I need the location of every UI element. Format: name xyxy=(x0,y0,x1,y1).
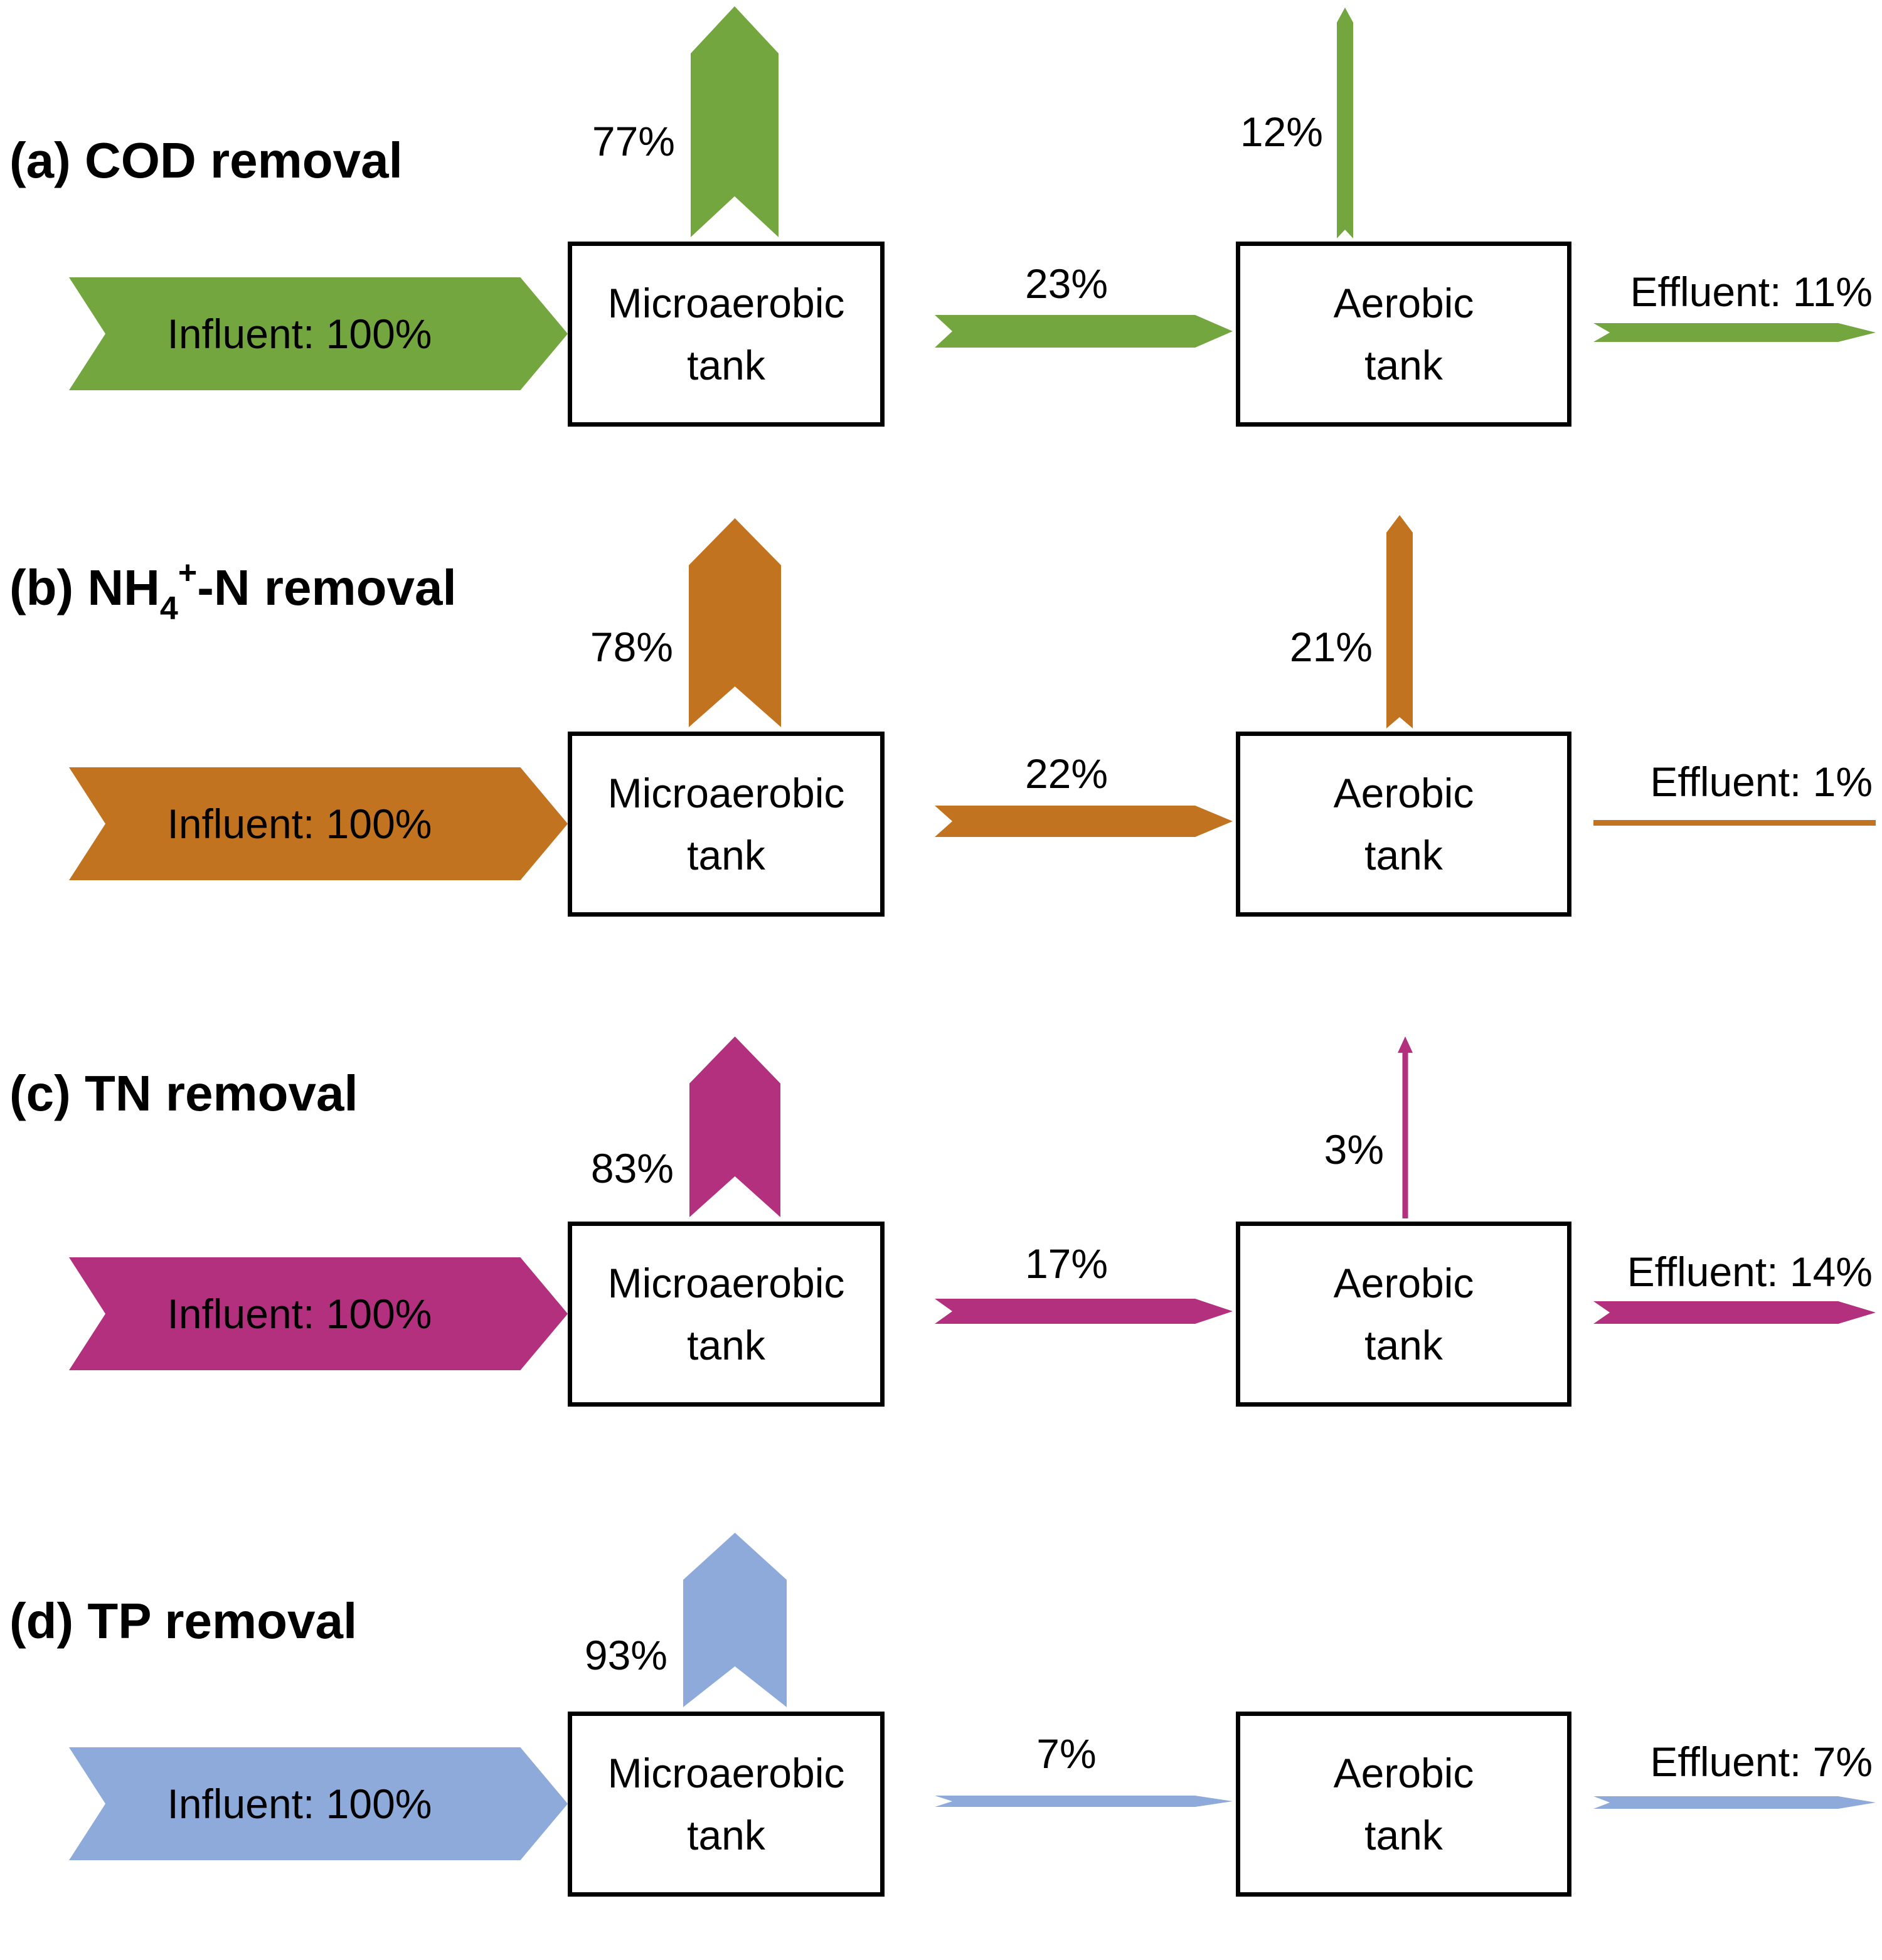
tank-name-line: tank xyxy=(687,1321,765,1368)
influent-label: Influent: 100% xyxy=(167,1291,432,1337)
tank1-removal-label: 83% xyxy=(590,1145,674,1191)
tank1-removal-label: 77% xyxy=(592,118,675,164)
panel-title-text: (d) TP removal xyxy=(9,1593,358,1649)
tank-name-line: tank xyxy=(1364,831,1443,878)
aerobic-tank-box: Aerobic tank xyxy=(1236,1712,1571,1897)
panel-tp-removal: (d) TP removal Influent: 100% Microaerob… xyxy=(0,1470,1882,1960)
tank1-removal-arrow-up xyxy=(683,1533,787,1707)
panel-title-text: (c) TN removal xyxy=(9,1065,358,1121)
tank-name-line: Microaerobic xyxy=(607,1749,845,1796)
tank-name-line: tank xyxy=(687,1811,765,1858)
transfer-arrow xyxy=(935,315,1233,348)
tank-name-line: Aerobic xyxy=(1333,279,1474,326)
aerobic-tank-box: Aerobic tank xyxy=(1236,1222,1571,1407)
panel-title-subscript: 4 xyxy=(159,590,178,627)
panel-title-text: (a) COD removal xyxy=(9,132,403,188)
effluent-arrow xyxy=(1593,1796,1876,1809)
effluent-label: Effluent: 11% xyxy=(1630,269,1873,315)
tank2-removal-line-up xyxy=(1398,1036,1413,1218)
tank2-removal-label: 3% xyxy=(1324,1126,1384,1173)
transfer-arrow xyxy=(935,1796,1233,1807)
microaerobic-tank-box: Microaerobic tank xyxy=(568,732,885,917)
microaerobic-tank-box: Microaerobic tank xyxy=(568,1222,885,1407)
effluent-label: Effluent: 1% xyxy=(1650,759,1873,805)
tank-name-line: Aerobic xyxy=(1333,1749,1474,1796)
tank2-removal-arrow-up xyxy=(1337,8,1353,238)
effluent-arrow xyxy=(1593,1301,1876,1324)
panel-title-superscript: + xyxy=(178,555,198,592)
panel-title: (a) COD removal xyxy=(9,132,403,189)
influent-arrow xyxy=(69,767,568,880)
transfer-label: 7% xyxy=(1036,1730,1097,1777)
influent-label: Influent: 100% xyxy=(167,311,432,357)
tank-name-line: tank xyxy=(1364,1321,1443,1368)
influent-arrow xyxy=(69,277,568,390)
tank1-removal-label: 78% xyxy=(590,624,673,670)
tank-name-line: tank xyxy=(1364,341,1443,388)
tank1-removal-arrow-up xyxy=(691,6,779,237)
tank2-removal-label: 12% xyxy=(1240,109,1323,155)
effluent-line xyxy=(1593,820,1876,826)
tank1-removal-arrow-up xyxy=(689,518,781,727)
influent-label: Influent: 100% xyxy=(167,1781,432,1827)
panel-title-text: (b) NH xyxy=(9,560,160,615)
tank-name-line: Microaerobic xyxy=(607,279,845,326)
panel-tn-removal: (c) TN removal Influent: 100% Microaerob… xyxy=(0,980,1882,1470)
microaerobic-tank-box: Microaerobic tank xyxy=(568,242,885,427)
tank2-removal-arrow-up xyxy=(1386,515,1413,728)
transfer-label: 17% xyxy=(1024,1240,1108,1287)
effluent-label: Effluent: 14% xyxy=(1627,1249,1873,1295)
influent-arrow xyxy=(69,1747,568,1860)
tank1-removal-arrow-up xyxy=(689,1036,780,1217)
panel-title: (c) TN removal xyxy=(9,1065,358,1122)
panel-nh4-removal: (b) NH4+-N removal Influent: 100% Microa… xyxy=(0,490,1882,980)
transfer-label: 22% xyxy=(1024,750,1108,797)
panel-title-text: -N removal xyxy=(197,560,457,615)
effluent-label: Effluent: 7% xyxy=(1650,1739,1873,1785)
tank-name-line: tank xyxy=(687,341,765,388)
aerobic-tank-box: Aerobic tank xyxy=(1236,732,1571,917)
panel-title: (d) TP removal xyxy=(9,1592,357,1650)
transfer-arrow xyxy=(935,806,1233,837)
tank2-removal-label: 21% xyxy=(1289,624,1373,670)
tank-name-line: tank xyxy=(1364,1811,1443,1858)
tank-name-line: Aerobic xyxy=(1333,769,1474,816)
tank-name-line: tank xyxy=(687,831,765,878)
aerobic-tank-box: Aerobic tank xyxy=(1236,242,1571,427)
transfer-label: 23% xyxy=(1024,260,1108,307)
tank-name-line: Microaerobic xyxy=(607,1259,845,1306)
panel-title: (b) NH4+-N removal xyxy=(9,557,457,625)
microaerobic-tank-box: Microaerobic tank xyxy=(568,1712,885,1897)
transfer-arrow xyxy=(935,1299,1233,1324)
tank1-removal-label: 93% xyxy=(584,1632,667,1678)
influent-arrow xyxy=(69,1257,568,1370)
tank-name-line: Microaerobic xyxy=(607,769,845,816)
tank-name-line: Aerobic xyxy=(1333,1259,1474,1306)
panel-cod-removal: (a) COD removal Influent: 100% Microaero… xyxy=(0,0,1882,490)
influent-label: Influent: 100% xyxy=(167,801,432,847)
effluent-arrow xyxy=(1593,323,1876,342)
